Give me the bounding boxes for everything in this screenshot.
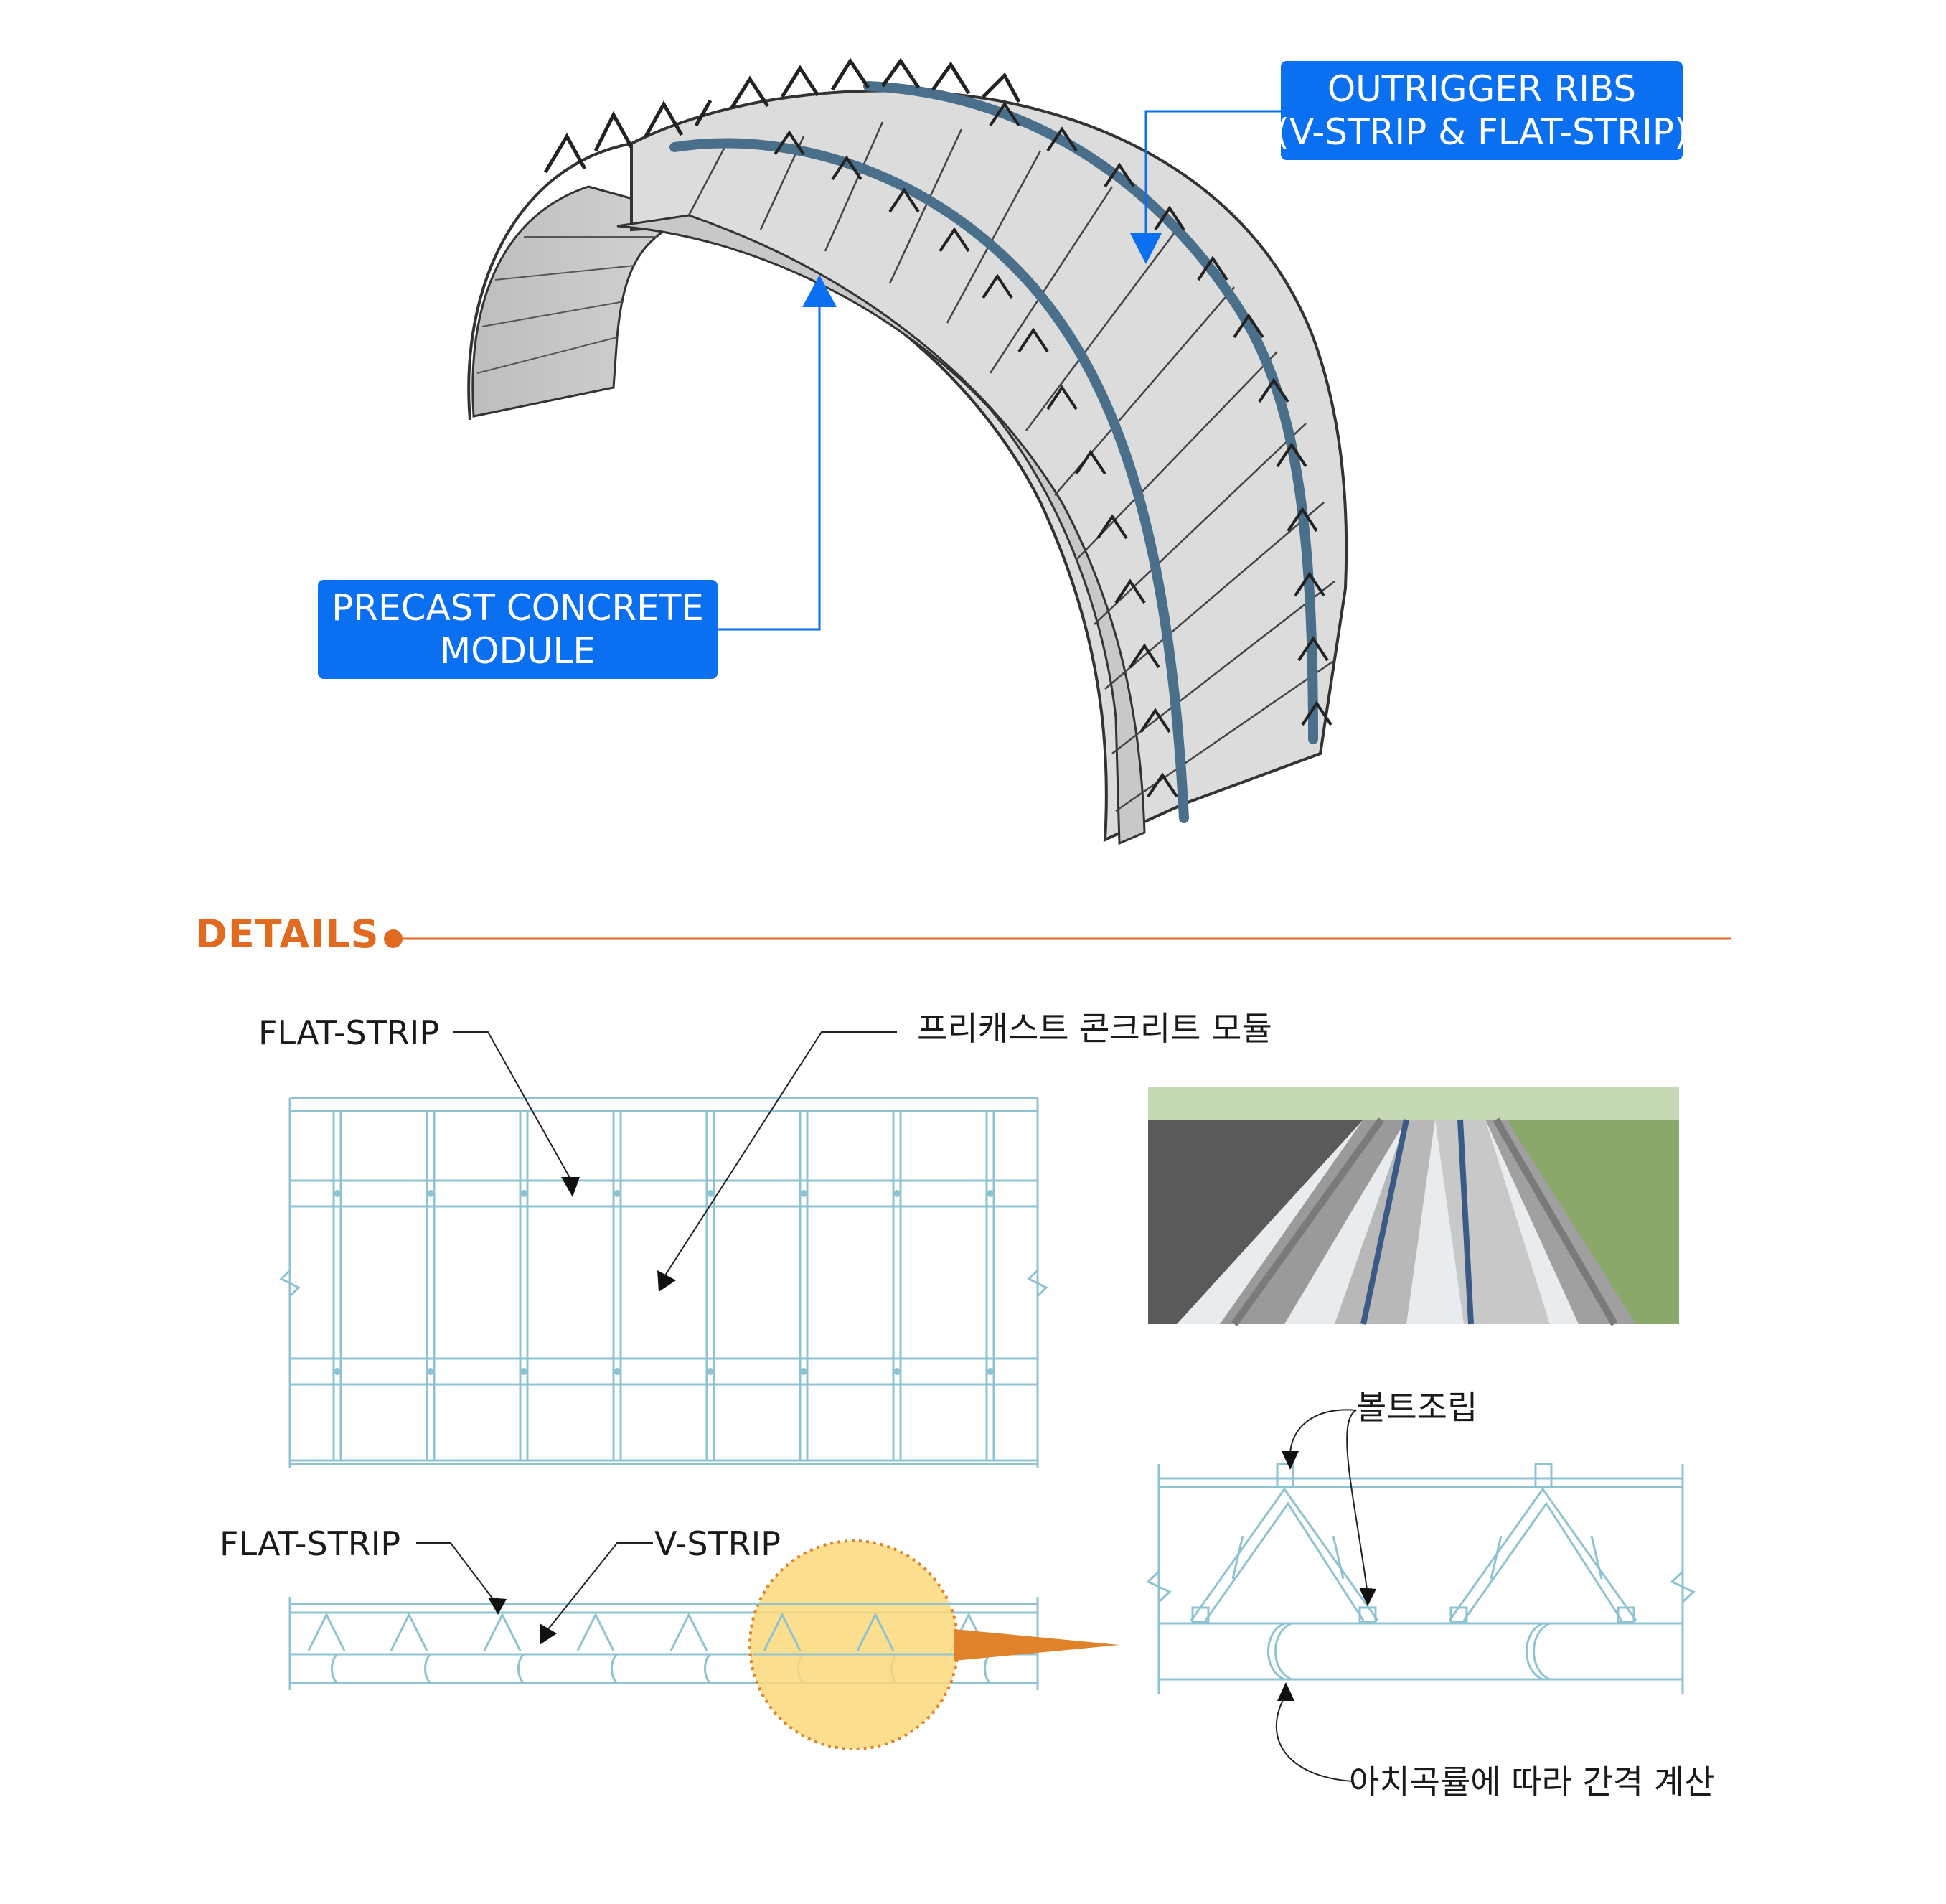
- details-rule-dot: [384, 929, 403, 948]
- section-v-strip-arrow: [540, 1623, 557, 1645]
- plan-module-label: 프리캐스트 콘크리트 모듈: [917, 1009, 1272, 1048]
- precast-arrowhead: [802, 275, 837, 307]
- detail-joint-arrow: [1277, 1682, 1294, 1701]
- zoom-pointer: [954, 1629, 1119, 1661]
- outrigger-rib-right: [863, 81, 1318, 744]
- precast-callout-line2: MODULE: [439, 630, 596, 672]
- detail-bolt-label: 볼트조립: [1356, 1388, 1478, 1427]
- arch-illustration: [467, 57, 1348, 845]
- section-flat-strip-label: FLAT-STRIP: [220, 1524, 401, 1563]
- installed-ribs-photo: [1148, 1087, 1679, 1326]
- detail-spacing-label: 아치곡률에 따라 간격 계산: [1349, 1763, 1715, 1801]
- section-highlight-circle: [748, 1539, 959, 1750]
- plan-module-arrow: [657, 1270, 676, 1292]
- precast-module-callout: PRECAST CONCRETE MODULE: [318, 580, 718, 679]
- detail-view: [1146, 1463, 1696, 1694]
- plan-view: [279, 1097, 1048, 1468]
- precast-callout-line1: PRECAST CONCRETE: [332, 587, 704, 629]
- outrigger-callout-line1: OUTRIGGER RIBS: [1327, 68, 1637, 110]
- detail-bolt-arrow-bottom: [1359, 1588, 1376, 1606]
- section-v-strip-label: V-STRIP: [654, 1524, 781, 1563]
- plan-flat-strip-arrow: [561, 1177, 580, 1197]
- details-heading: DETAILS: [195, 911, 380, 957]
- section-flat-strip-arrow: [488, 1598, 507, 1615]
- outrigger-callout-line2: (V-STRIP & FLAT-STRIP): [1275, 111, 1688, 153]
- arch-inner-face: [471, 185, 696, 418]
- outrigger-ribs-callout: OUTRIGGER RIBS (V-STRIP & FLAT-STRIP): [1275, 61, 1688, 160]
- detail-bolt-arrow-top: [1282, 1451, 1299, 1470]
- arch-surface: [630, 89, 1348, 843]
- outrigger-arrowhead: [1130, 233, 1162, 264]
- plan-flat-strip-label: FLAT-STRIP: [258, 1013, 440, 1052]
- plan-bolt-dots: [334, 1190, 994, 1375]
- section-view: [288, 1597, 1039, 1690]
- arch-front-face: [616, 214, 1146, 845]
